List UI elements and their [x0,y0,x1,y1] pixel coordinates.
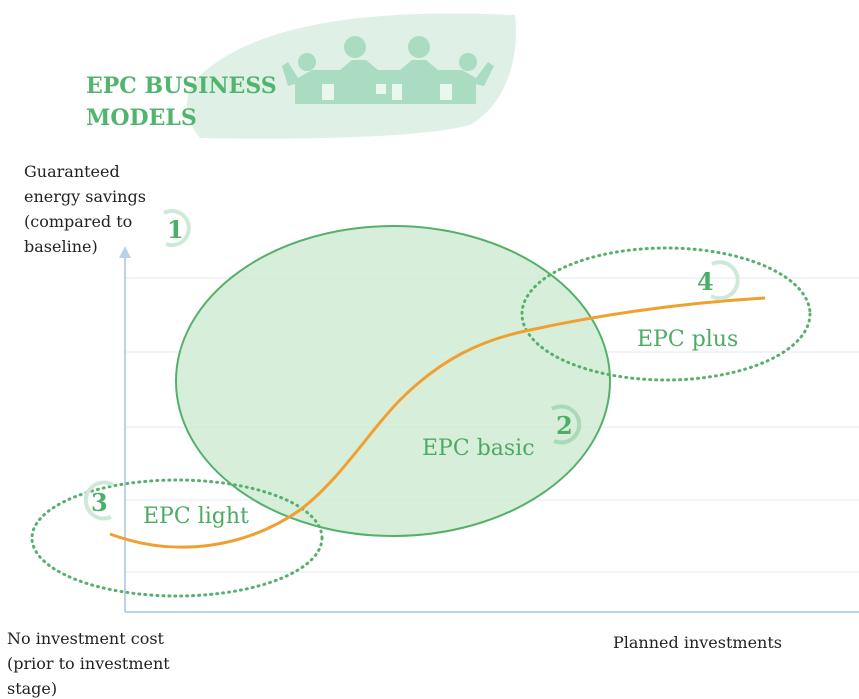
title-line-1: EPC BUSINESS [86,73,277,99]
svg-text:2: 2 [556,411,573,440]
svg-text:3: 3 [91,488,108,517]
epc-basic-ellipse [175,225,611,537]
model-1-badge: 1 [163,209,191,248]
y-axis-label: Guaranteed energy savings (compared to b… [24,162,151,256]
model-3-badge: 3 [83,480,115,521]
epc-light-label: EPC light [143,504,249,529]
epc-plus-label: EPC plus [637,327,738,352]
epc-light-ellipse [30,478,324,598]
x-axis-end-label: Planned investments [613,633,782,652]
title-line-2: MODELS [86,105,197,131]
y-axis-arrow [119,246,131,258]
model-4-badge: 4 [697,260,740,301]
epc-plus-ellipse [520,246,812,382]
model-2-badge: 2 [550,404,582,445]
epc-basic-label: EPC basic [422,436,535,461]
axes [124,250,859,613]
svg-text:1: 1 [167,215,184,244]
houses-people-icon [282,36,494,104]
svg-text:4: 4 [697,267,714,296]
x-axis-origin-label: No investment cost (prior to investment … [7,629,175,698]
epc-curve [109,296,766,549]
